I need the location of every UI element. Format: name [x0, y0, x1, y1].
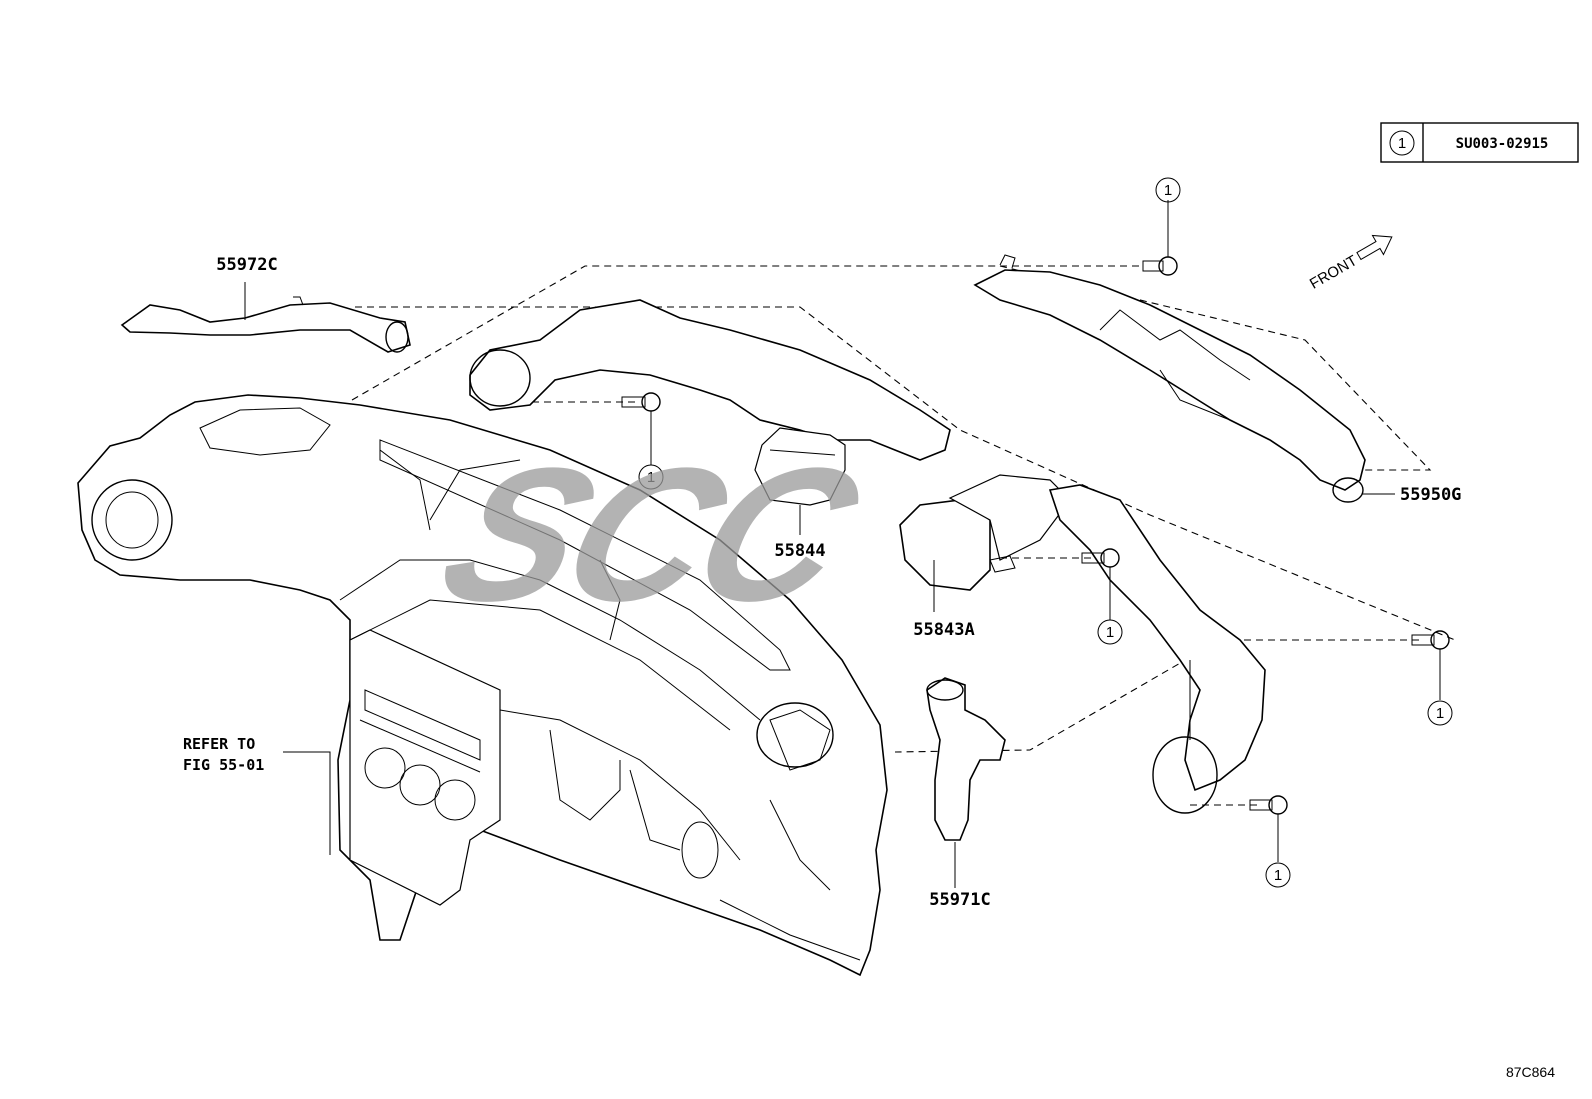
front-label: FRONT [1307, 252, 1360, 293]
duct-55972C [120, 282, 411, 353]
reference-line-1: REFER TO [183, 735, 255, 753]
callout-1: 1 [1155, 177, 1181, 203]
duct-right-side [1048, 484, 1266, 814]
screw-right [1411, 630, 1450, 700]
svg-text:1: 1 [1274, 867, 1282, 884]
screw-center [1081, 548, 1120, 620]
front-arrow-icon [1356, 234, 1393, 261]
vent-55843A [899, 474, 1071, 612]
svg-text:1: 1 [1436, 705, 1444, 722]
legend-box: 1 SU003-02915 [1380, 122, 1579, 163]
callout-2: 1 [638, 464, 664, 490]
watermark: SCC [417, 428, 886, 641]
callout-5: 1 [1265, 862, 1291, 888]
duct-55971C [926, 677, 1006, 888]
figure-id: 87C864 [1506, 1064, 1555, 1080]
screw-top [1142, 200, 1178, 276]
screw-left [621, 392, 661, 465]
svg-text:1: 1 [647, 469, 655, 486]
svg-text:1: 1 [1106, 624, 1114, 641]
part-label-55972C: 55972C [216, 255, 277, 275]
part-label-55950G: 55950G [1400, 485, 1461, 505]
reference-line-2: FIG 55-01 [183, 756, 264, 774]
legend-part-code: SU003-02915 [1456, 136, 1549, 152]
screw-bottom [1249, 795, 1288, 862]
instrument-panel [77, 394, 888, 977]
front-indicator: FRONT [1307, 234, 1393, 293]
part-label-55971C: 55971C [929, 890, 990, 910]
callout-4: 1 [1427, 700, 1453, 726]
part-label-55843A: 55843A [913, 620, 974, 640]
part-label-55844: 55844 [774, 541, 825, 561]
svg-text:1: 1 [1164, 182, 1172, 199]
duct-55844 [469, 299, 951, 535]
legend-callout-number: 1 [1398, 135, 1406, 152]
callout-3: 1 [1097, 619, 1123, 645]
duct-55950G [973, 254, 1395, 503]
assembly-lines [351, 265, 1456, 806]
reference-note: REFER TO FIG 55-01 [183, 735, 331, 855]
